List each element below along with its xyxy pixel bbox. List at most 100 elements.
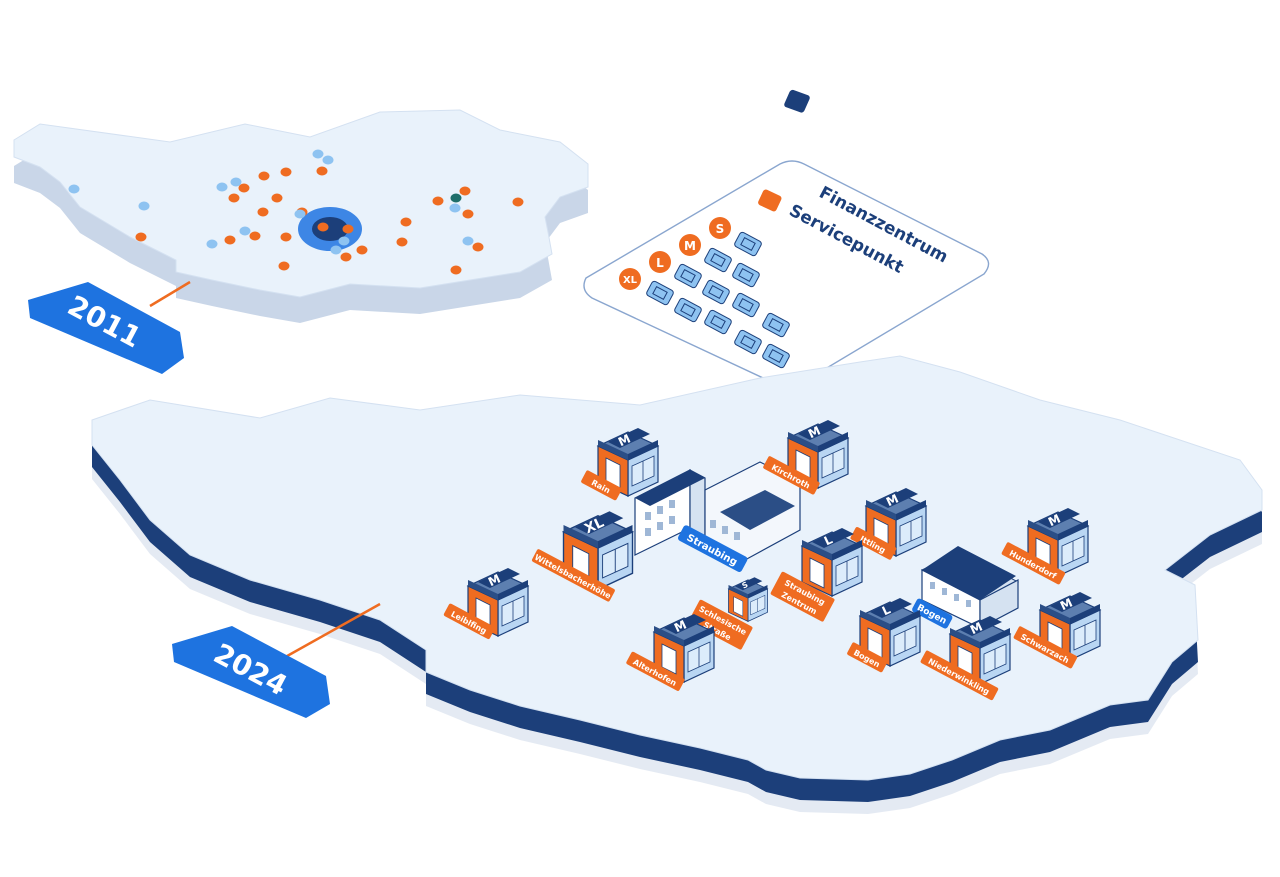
building-size-label: M bbox=[1046, 512, 1063, 530]
legend-service-icon-glyph bbox=[768, 317, 784, 333]
servicepunkt-dot-2011 bbox=[462, 236, 474, 246]
servicepunkt-dot-2011 bbox=[316, 166, 328, 176]
svg-text:M: M bbox=[684, 239, 696, 253]
legend-service-icons bbox=[646, 231, 790, 369]
legend-service-icon-glyph bbox=[738, 267, 754, 283]
legend-service-icon bbox=[762, 312, 790, 338]
building-size-label: XL bbox=[582, 515, 607, 538]
building-label-bg bbox=[688, 599, 753, 650]
map-2024: Straubing Bogen MRainMKirchrothXLWittels… bbox=[91, 355, 1263, 814]
servicepunkt-dot-2011 bbox=[330, 245, 342, 255]
legend-service-icon bbox=[734, 329, 762, 355]
legend-service-icon-glyph bbox=[740, 236, 756, 252]
legend-size-l: L bbox=[649, 251, 671, 273]
building-label-bg bbox=[850, 527, 897, 560]
servicepunkt-dot-2011 bbox=[258, 171, 270, 181]
svg-text:XL: XL bbox=[623, 275, 638, 286]
legend-service-icon-glyph bbox=[740, 334, 756, 350]
legend-service-icon bbox=[646, 280, 674, 306]
servicepunkt-dot-2011 bbox=[280, 232, 292, 242]
legend-service-icon bbox=[702, 279, 730, 305]
servicepunkt-dot-2011 bbox=[68, 184, 80, 194]
building-label-bg bbox=[1013, 626, 1078, 669]
legend-service-icon-glyph bbox=[680, 302, 696, 318]
year-badge-2011: 2011 bbox=[28, 280, 191, 374]
building-size-label: M bbox=[806, 424, 823, 442]
servicepunkt-dot-2011 bbox=[450, 193, 462, 203]
building-label-bg bbox=[763, 456, 820, 495]
servicepunkt-dot-2011 bbox=[432, 196, 444, 206]
servicepunkt-dot-2011 bbox=[206, 239, 218, 249]
legend-service-icon-glyph bbox=[738, 297, 754, 313]
servicepunkt-dot-2011 bbox=[312, 149, 324, 159]
legend-service-icon bbox=[732, 262, 760, 288]
servicepunkt-dot-2011 bbox=[280, 167, 292, 177]
servicepunkt-dot-2011 bbox=[271, 193, 283, 203]
servicepunkt-dot-2011 bbox=[462, 209, 474, 219]
servicepunkt-dot-2011 bbox=[338, 236, 350, 246]
servicepunkt-dot-2011 bbox=[342, 224, 354, 234]
servicepunkt-dot-2011 bbox=[512, 197, 524, 207]
servicepunkt-dot-2011 bbox=[340, 252, 352, 262]
finanzzentrum-swatch bbox=[784, 89, 810, 113]
building-label-bg bbox=[920, 650, 999, 701]
servicepunkt-dot-2011 bbox=[224, 235, 236, 245]
building-size-label: M bbox=[486, 572, 503, 590]
legend-service-icon bbox=[704, 247, 732, 273]
legend-service-icon-glyph bbox=[710, 252, 726, 268]
legend-service-icon bbox=[762, 343, 790, 369]
legend-panel: Finanzzentrum Servicepunkt S M L XL bbox=[583, 89, 990, 388]
servicepunkt-dot-2011 bbox=[294, 209, 306, 219]
servicepunkt-dot-2011 bbox=[138, 201, 150, 211]
legend-size-m: M bbox=[679, 234, 701, 256]
servicepunkt-dot-2011 bbox=[400, 217, 412, 227]
servicepunkt-dot-2011 bbox=[449, 203, 461, 213]
building-label-bg bbox=[770, 571, 835, 622]
legend-service-icon-glyph bbox=[768, 348, 784, 364]
servicepunkt-dot-2011 bbox=[317, 222, 329, 232]
servicepunkt-dot-2011 bbox=[278, 261, 290, 271]
servicepunkt-dot-2011 bbox=[459, 186, 471, 196]
legend-size-xl: XL bbox=[619, 268, 641, 290]
servicepunkt-dot-2011 bbox=[135, 232, 147, 242]
building-label-bg bbox=[847, 642, 888, 673]
building-label-bg bbox=[531, 549, 615, 602]
finanzzentrum-bogen: Bogen bbox=[912, 546, 1020, 629]
legend-service-icon-glyph bbox=[680, 268, 696, 284]
finanzzentrum-straubing: Straubing bbox=[634, 461, 801, 573]
servicepunkt-dot-2011 bbox=[450, 265, 462, 275]
servicepunkt-dots-2011 bbox=[68, 149, 524, 275]
legend-service-icon bbox=[704, 309, 732, 335]
servicepunkt-dot-2011 bbox=[249, 231, 261, 241]
servicepunkt-dot-2011 bbox=[472, 242, 484, 252]
servicepunkt-dot-2011 bbox=[322, 155, 334, 165]
legend-service-icon bbox=[732, 292, 760, 318]
servicepunkt-dot-2011 bbox=[239, 226, 251, 236]
servicepunkt-dot-2011 bbox=[230, 177, 242, 187]
building-label-bg bbox=[443, 603, 495, 640]
svg-text:S: S bbox=[716, 222, 725, 236]
building-size-label: M bbox=[616, 432, 633, 450]
servicepunkt-dot-2011 bbox=[238, 183, 250, 193]
map-2011 bbox=[13, 109, 589, 323]
building-label-bg bbox=[626, 651, 685, 691]
servicepunkt-dot-2011 bbox=[356, 245, 368, 255]
servicepunkt-dot-2011 bbox=[257, 207, 269, 217]
legend-service-icon-glyph bbox=[710, 314, 726, 330]
legend-size-s: S bbox=[709, 217, 731, 239]
building-size-label: M bbox=[968, 620, 985, 638]
building-size-label: M bbox=[884, 492, 901, 510]
building-size-label: S bbox=[740, 580, 749, 591]
legend-service-icon-glyph bbox=[652, 285, 668, 301]
servicepunkt-swatch bbox=[758, 189, 782, 212]
building-label-bg bbox=[1001, 542, 1066, 585]
building-size-label: M bbox=[672, 618, 689, 636]
servicepunkt-dot-2011 bbox=[216, 182, 228, 192]
servicepunkt-dot-2011 bbox=[228, 193, 240, 203]
legend-service-icon bbox=[674, 297, 702, 323]
legend-service-icon bbox=[674, 263, 702, 289]
svg-text:L: L bbox=[656, 256, 664, 270]
servicepunkt-dot-2011 bbox=[396, 237, 408, 247]
legend-service-icon bbox=[734, 231, 762, 257]
